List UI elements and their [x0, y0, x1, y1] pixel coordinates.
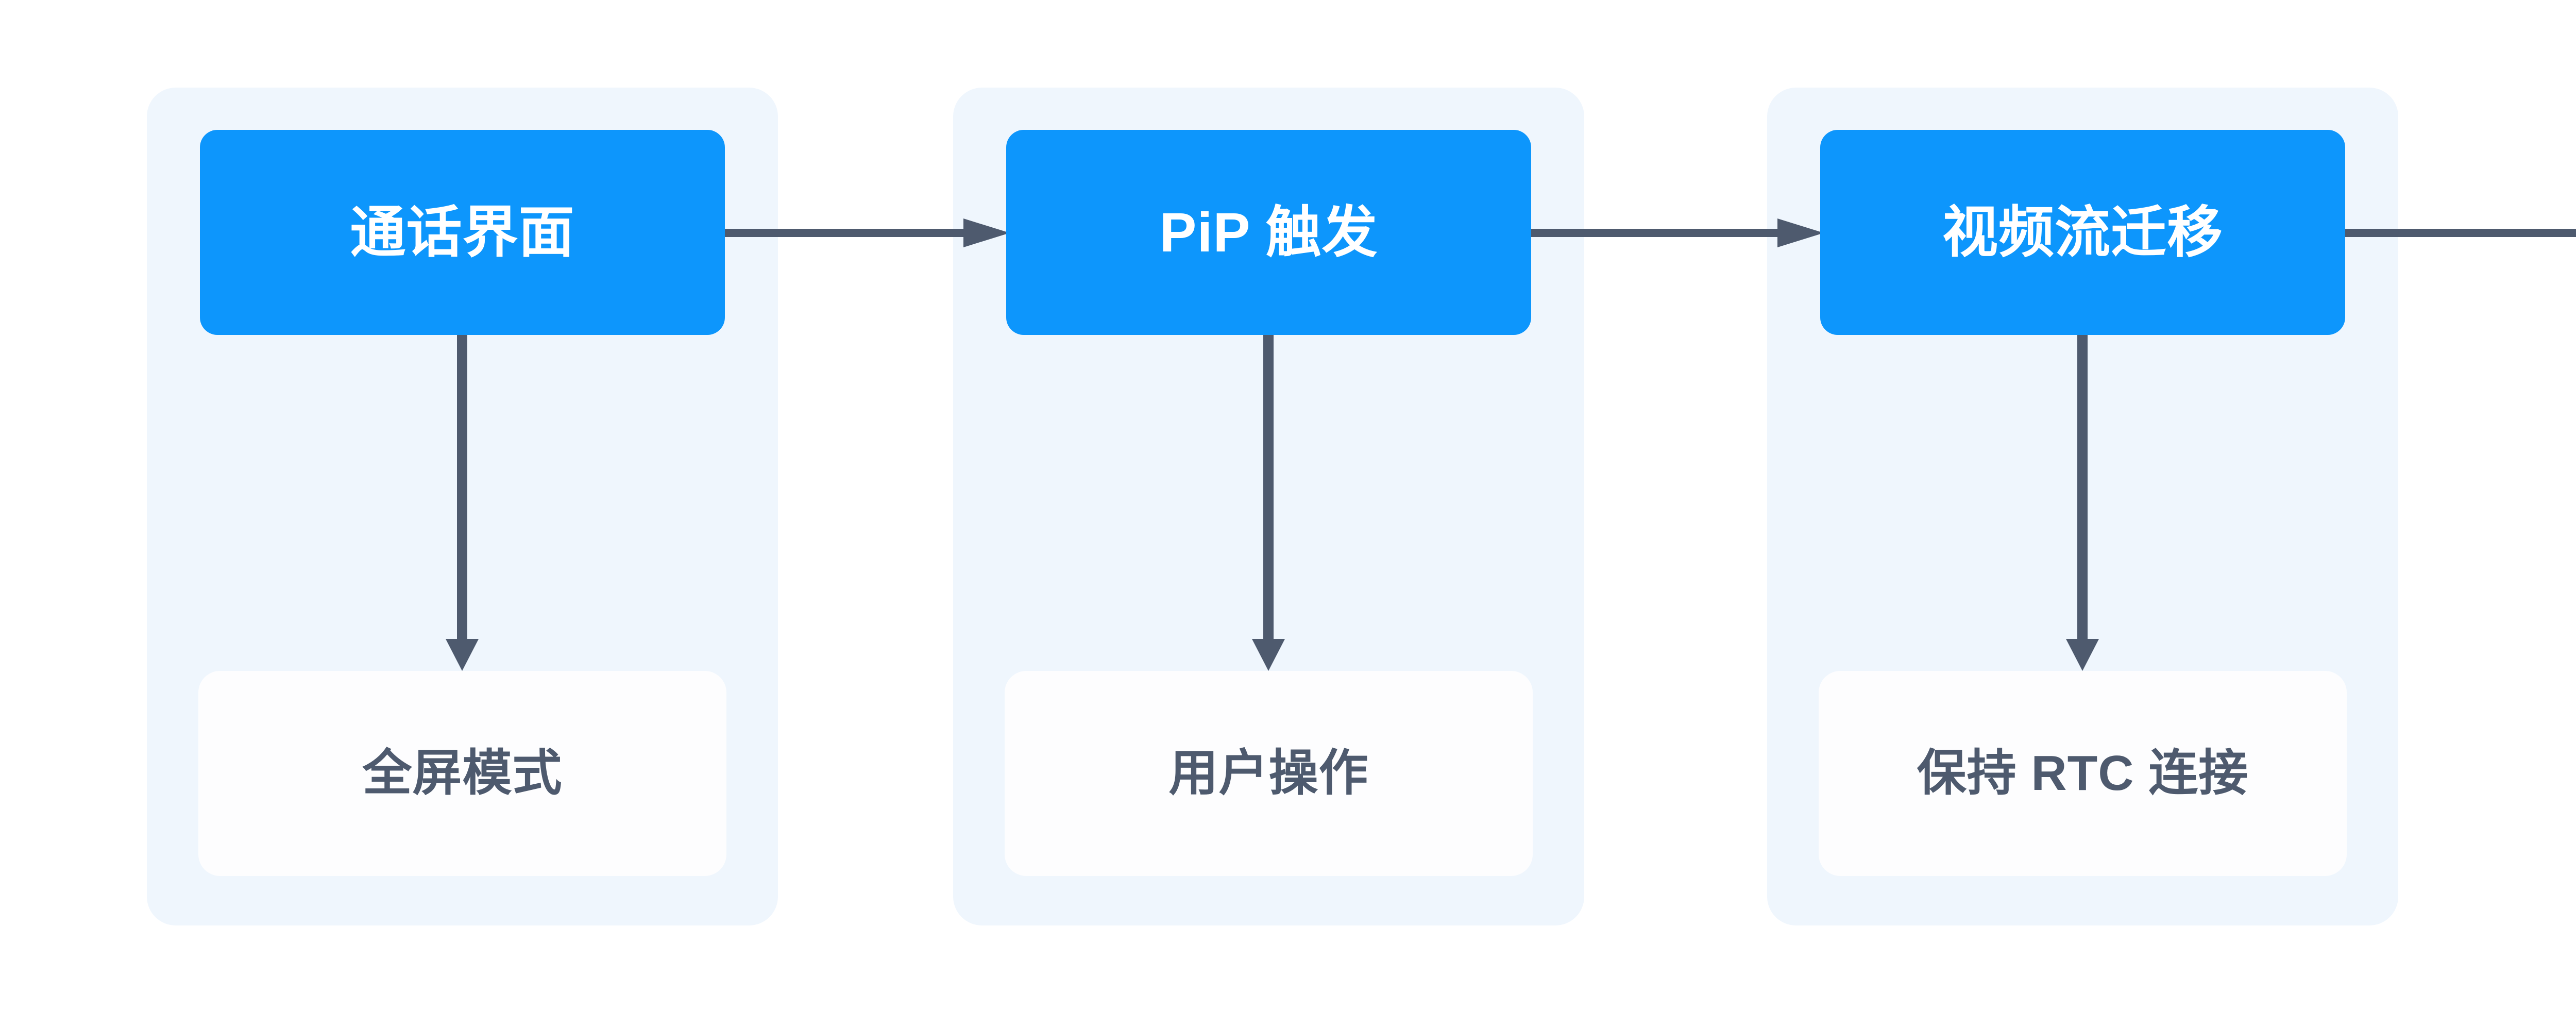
- detail-card-2[interactable]: 用户操作: [1005, 671, 1533, 876]
- detail-card-1[interactable]: 全屏模式: [198, 671, 726, 876]
- stage-node-2[interactable]: PiP 触发: [1006, 130, 1531, 335]
- detail-card-1-label: 全屏模式: [362, 746, 563, 801]
- stage-node-1[interactable]: 通话界面: [200, 130, 725, 335]
- stage-node-2-label: PiP 触发: [1159, 201, 1378, 263]
- stage-node-3[interactable]: 视频流迁移: [1820, 130, 2345, 335]
- arrow-down-icon-1: [446, 330, 479, 671]
- arrow-down-icon-2: [1252, 330, 1285, 671]
- arrow-right-icon-1: [721, 218, 1010, 247]
- stage-node-3-label: 视频流迁移: [1942, 201, 2223, 263]
- stage-node-1-label: 通话界面: [350, 201, 575, 263]
- detail-card-3[interactable]: 保持 RTC 连接: [1819, 671, 2347, 876]
- detail-card-3-label: 保持 RTC 连接: [1917, 746, 2249, 801]
- arrow-down-icon-3: [2066, 330, 2099, 671]
- detail-card-2-label: 用户操作: [1168, 746, 1369, 801]
- arrow-right-icon-3: [2342, 229, 2576, 237]
- arrow-right-icon-2: [1528, 218, 1824, 247]
